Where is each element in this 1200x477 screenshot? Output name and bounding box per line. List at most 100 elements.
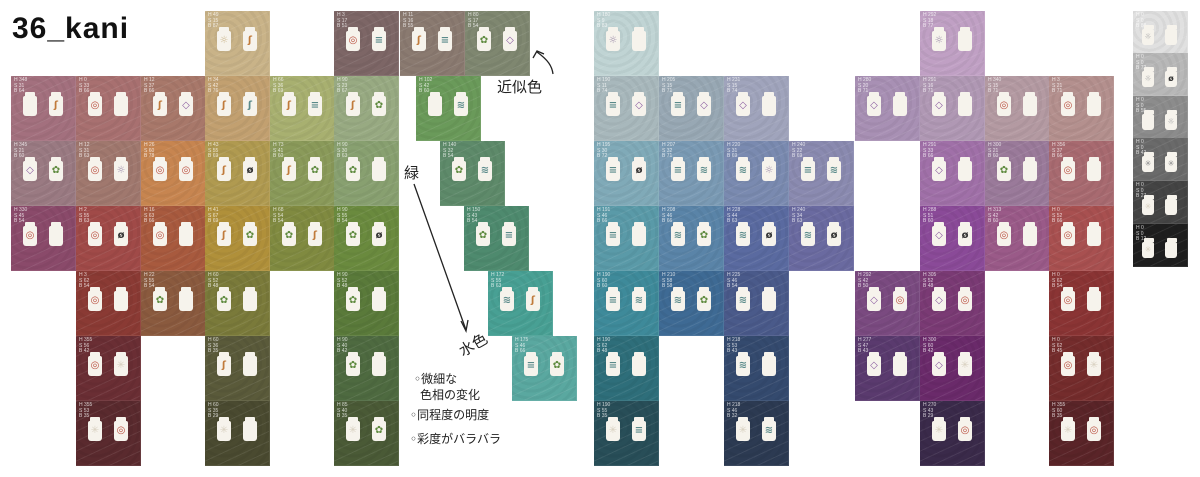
jar-icon <box>1087 92 1101 116</box>
jar-icon: ✳ <box>958 352 972 376</box>
color-swatch: H 0 S 62 B 54◎ <box>1049 271 1114 336</box>
hsb-label: H 73 S 41 B 60 <box>273 142 284 160</box>
jar-icon: ≡ <box>606 352 620 376</box>
jar-icon <box>1165 25 1177 45</box>
color-swatch: H 85 S 40 B 35✳✿ <box>334 401 399 466</box>
jar-icon: ✳ <box>736 417 750 441</box>
hsb-label: H 220 S 31 B 69 <box>727 142 741 160</box>
page-title: 36_kani <box>12 12 130 45</box>
color-swatch: H 291 S 16 B 71◇ <box>920 76 985 141</box>
jar-icon: ≋ <box>736 352 750 376</box>
color-swatch: H 190 S 11 B 74≡◇ <box>594 76 659 141</box>
note-green: 緑 <box>404 164 420 182</box>
color-swatch: H 220 S 31 B 69≋☼ <box>724 141 789 206</box>
hsb-label: H 305 S 52 B 48 <box>923 272 937 290</box>
jar-icon: ≡ <box>524 352 538 376</box>
hsb-label: H 218 S 46 B 32 <box>727 402 741 420</box>
jar-icon: ≡ <box>606 92 620 116</box>
jar-icon: ≋ <box>762 417 776 441</box>
color-swatch: H 300 S 21 B 60✿ <box>985 141 1050 206</box>
jar-icon: ≋ <box>736 287 750 311</box>
hsb-label: H 240 S 34 B 63 <box>792 207 806 225</box>
color-swatch: H 300 S 60 B 42◇✳ <box>920 336 985 401</box>
hsb-label: H 210 S 58 B 58 <box>662 272 676 290</box>
hsb-label: H 0 S 0 B 42 <box>1136 139 1146 157</box>
hsb-label: H 0 S 33 B 66 <box>79 77 90 95</box>
color-swatch: H 356 S 37 B 66◎ <box>1049 141 1114 206</box>
hsb-label: H 208 S 46 B 66 <box>662 207 676 225</box>
color-swatch: H 3 S 17 B 51◎≡ <box>334 11 399 76</box>
hsb-label: H 190 S 62 B 48 <box>597 337 611 355</box>
note-bullet-1b: 色相の変化 <box>420 388 481 402</box>
hsb-label: H 60 S 35 B 29 <box>208 402 219 420</box>
hsb-label: H 218 S 53 B 43 <box>727 337 741 355</box>
jar-icon <box>632 222 646 246</box>
hsb-label: H 60 S 36 B 35 <box>208 337 219 355</box>
jar-icon: ≡ <box>438 27 452 51</box>
hsb-label: H 43 S 55 B 69 <box>208 142 219 160</box>
jar-icon: ʃ <box>526 287 540 311</box>
hsb-label: H 300 S 60 B 42 <box>923 337 937 355</box>
jar-icon <box>114 287 128 311</box>
jar-icon: ◇ <box>697 92 711 116</box>
hsb-label: H 3 S 17 B 51 <box>337 12 348 30</box>
jar-icon <box>1023 222 1037 246</box>
jar-icon <box>1165 238 1177 258</box>
jar-icon: ✳ <box>1087 352 1101 376</box>
jar-icon: ≋ <box>671 287 685 311</box>
jar-icon: ʃ <box>243 27 257 51</box>
hsb-label: H 85 S 40 B 35 <box>337 402 348 420</box>
jar-icon: ◎ <box>346 27 360 51</box>
color-swatch: H 175 S 46 B 66≡✿ <box>512 336 577 401</box>
jar-icon: ◎ <box>88 222 102 246</box>
hsb-label: H 356 S 37 B 66 <box>1052 142 1066 160</box>
hsb-label: H 280 S 20 B 71 <box>858 77 872 95</box>
hsb-label: H 90 S 55 B 54 <box>337 207 348 225</box>
jar-icon <box>243 352 257 376</box>
jar-icon: ≋ <box>827 157 841 181</box>
jar-icon: ≡ <box>671 157 685 181</box>
color-swatch: H 231 S 15 B 74◇ <box>724 76 789 141</box>
jar-icon: ◎ <box>1061 222 1075 246</box>
color-swatch: H 2 S 55 B 63◎ø <box>76 206 141 271</box>
color-swatch: H 102 S 42 B 60≋ <box>416 76 481 141</box>
jar-icon: ø <box>243 157 257 181</box>
jar-icon: ✿ <box>308 157 322 181</box>
arrow-head <box>460 319 469 334</box>
color-swatch: H 355 S 56 B 42◎✳ <box>76 336 141 401</box>
color-swatch: H 0 S 0 B 72☼ø <box>1133 53 1188 96</box>
color-swatch: H 0 S 62 B 45◎✳ <box>1049 336 1114 401</box>
hsb-label: H 3 S 21 B 71 <box>1052 77 1063 95</box>
jar-icon: ✿ <box>49 157 63 181</box>
color-swatch: H 225 S 46 B 54≋ <box>724 271 789 336</box>
hsb-label: H 0 S 0 B 55 <box>1136 97 1146 115</box>
hsb-label: H 68 S 54 B 54 <box>273 207 284 225</box>
color-swatch: H 0 S 0 B 55☼ <box>1133 96 1188 139</box>
jar-icon: ≡ <box>308 92 322 116</box>
jar-icon: ✳ <box>217 417 231 441</box>
jar-icon <box>243 287 257 311</box>
jar-icon <box>372 287 386 311</box>
hsb-label: H 355 S 60 B 35 <box>1052 402 1066 420</box>
hsb-label: H 49 S 15 B 87 <box>208 12 219 30</box>
jar-icon: ◇ <box>932 287 946 311</box>
hsb-label: H 288 S 51 B 60 <box>923 207 937 225</box>
jar-icon: ◎ <box>179 157 193 181</box>
hsb-label: H 66 S 36 B 69 <box>273 77 284 95</box>
jar-icon: ✳ <box>606 417 620 441</box>
jar-icon: ◎ <box>1061 92 1075 116</box>
hsb-label: H 292 S 42 B 50 <box>858 272 872 290</box>
hsb-label: H 292 S 18 B 77 <box>923 12 937 30</box>
hsb-label: H 291 S 16 B 71 <box>923 77 937 95</box>
jar-icon: ◎ <box>958 287 972 311</box>
jar-icon: ≡ <box>606 157 620 181</box>
jar-icon <box>179 222 193 246</box>
jar-icon: ◎ <box>88 92 102 116</box>
jar-icon: ◎ <box>88 352 102 376</box>
hsb-label: H 190 S 11 B 74 <box>597 77 611 95</box>
jar-icon: ◎ <box>1061 287 1075 311</box>
jar-icon: ✳ <box>88 417 102 441</box>
jar-icon: ✿ <box>346 287 360 311</box>
